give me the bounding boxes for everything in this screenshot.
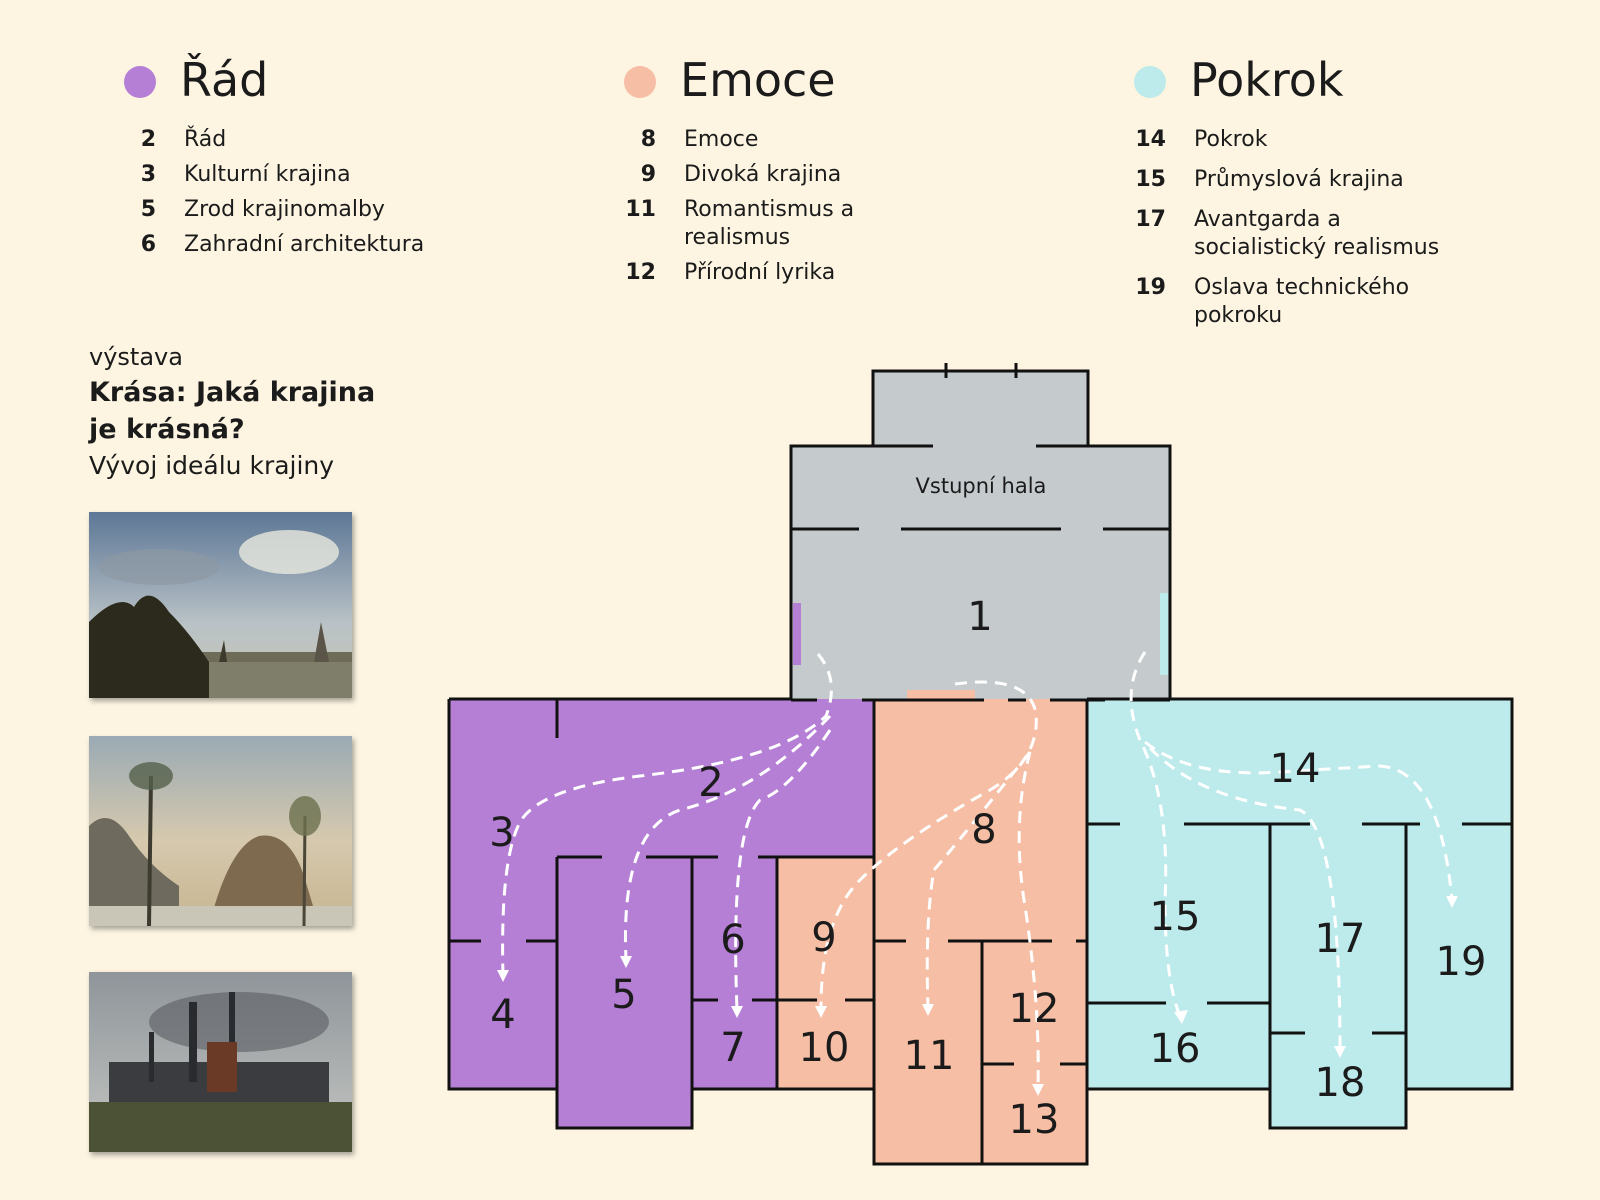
room-number: 18 bbox=[1315, 1060, 1366, 1106]
rad-door-marker bbox=[793, 603, 801, 665]
room-number: 5 bbox=[611, 972, 636, 1018]
industrial-landscape-painting bbox=[89, 972, 352, 1152]
entrance-hall-label: Vstupní hala bbox=[916, 474, 1047, 498]
rad-color-dot bbox=[124, 66, 156, 98]
emoce-door-marker bbox=[907, 690, 975, 699]
landscape-rocky-painting bbox=[89, 736, 352, 926]
legend-title: Emoce bbox=[680, 53, 836, 107]
room-fill-pokrok bbox=[1087, 699, 1512, 1089]
room-number: 4 bbox=[490, 992, 515, 1038]
hall-room bbox=[791, 446, 1170, 700]
room-number: 16 bbox=[1150, 1026, 1201, 1072]
legend-title: Řád bbox=[180, 53, 269, 107]
vestibule-room bbox=[873, 371, 1088, 446]
exhibition-subtitle: Vývoj ideálu krajiny bbox=[89, 451, 335, 480]
exhibition-kicker: výstava bbox=[89, 343, 183, 371]
visitor-route-arrows bbox=[501, 651, 1454, 1089]
emoce-color-dot bbox=[624, 66, 656, 98]
room-number: 10 bbox=[799, 1025, 850, 1071]
route-arrowheads bbox=[497, 896, 1458, 1096]
room-number: 9 bbox=[811, 915, 836, 961]
exhibition-title-line1: Krása: Jaká krajina bbox=[89, 377, 376, 408]
exhibition-title-line2: je krásná? bbox=[89, 414, 245, 445]
room-number: 3 bbox=[489, 810, 514, 856]
room-number: 11 bbox=[904, 1033, 955, 1079]
room-number: 14 bbox=[1270, 746, 1321, 792]
room-number: 8 bbox=[971, 807, 996, 853]
room-number: 13 bbox=[1009, 1097, 1060, 1143]
room-number: 17 bbox=[1315, 916, 1366, 962]
room-number: 15 bbox=[1150, 894, 1201, 940]
room-number: 6 bbox=[720, 917, 745, 963]
room-number: 12 bbox=[1009, 986, 1060, 1032]
pokrok-door-marker bbox=[1160, 593, 1168, 675]
legend-title: Pokrok bbox=[1190, 53, 1344, 107]
room-number: 1 bbox=[967, 594, 992, 640]
room-number: 7 bbox=[720, 1025, 745, 1071]
exhibition-info: výstava Krása: Jaká krajina je krásná? V… bbox=[89, 340, 389, 484]
walls bbox=[447, 363, 1514, 1166]
pokrok-color-dot bbox=[1134, 66, 1166, 98]
room-number: 19 bbox=[1436, 939, 1487, 985]
landscape-river-painting bbox=[89, 512, 352, 698]
room-number: 2 bbox=[698, 760, 723, 806]
